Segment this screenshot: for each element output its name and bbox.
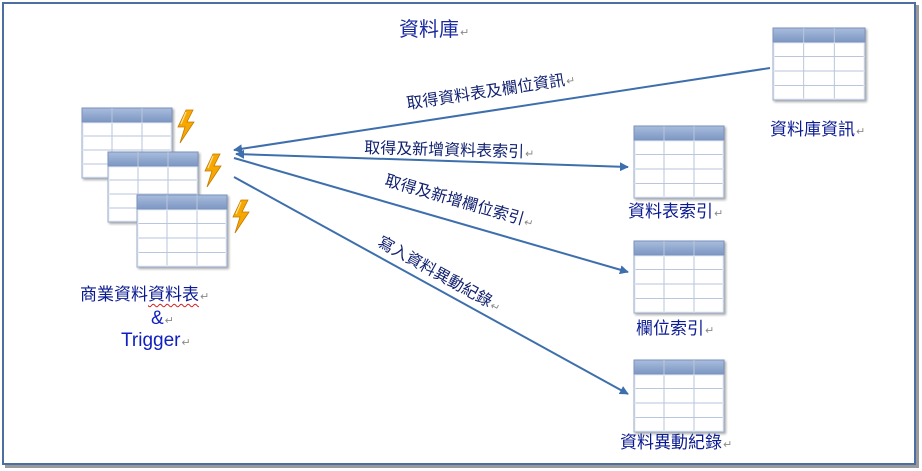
- table-icon-table-index: [633, 125, 725, 199]
- lightning-icon: [204, 153, 222, 188]
- table-icon-column-index: [633, 240, 725, 314]
- arrow-table-index: [235, 149, 629, 172]
- table-index-label: 資料表索引↵: [628, 202, 724, 222]
- lightning-icon: [232, 199, 250, 234]
- diagram-title: 資料庫↵: [399, 17, 470, 41]
- diagram-frame: [2, 2, 916, 465]
- lightning-icon: [177, 109, 195, 144]
- change-log-label: 資料異動紀錄↵: [620, 433, 733, 453]
- source-label-line1: 商業資料資料表↵: [80, 285, 210, 305]
- arrow-change-log: [233, 176, 629, 395]
- column-index-label: 欄位索引↵: [636, 319, 715, 339]
- table-icon-change-log: [633, 359, 725, 433]
- table-icon-source-front: [136, 194, 228, 268]
- source-label-trigger: Trigger↵: [121, 330, 191, 351]
- edge-label-get-add-table-index: 取得及新增資料表索引↵: [363, 138, 535, 162]
- db-info-label: 資料庫資訊↵: [770, 120, 866, 140]
- arrow-db-info-to-source: [233, 67, 771, 154]
- arrow-column-index: [233, 157, 629, 275]
- table-icon-db-info: [772, 27, 866, 101]
- source-label-ampersand: &↵: [151, 308, 174, 329]
